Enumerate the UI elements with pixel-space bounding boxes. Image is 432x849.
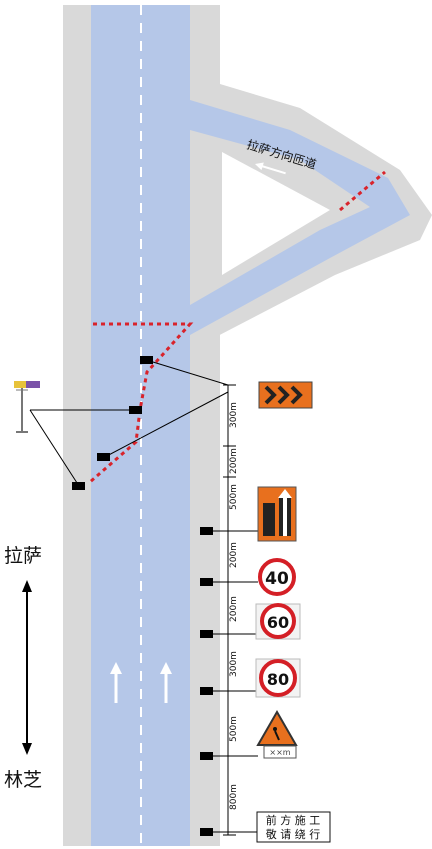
distance-label: 300m bbox=[229, 651, 239, 677]
distance-label: 500m bbox=[229, 484, 239, 510]
direction-label-bottom: 林芝 bbox=[4, 769, 43, 791]
right-shoulder bbox=[190, 5, 220, 846]
notice-line-2: 敬 请 绕 行 bbox=[266, 828, 321, 841]
chevron-sign-icon bbox=[258, 381, 313, 409]
ramp-lane bbox=[190, 100, 410, 335]
speed-limit-80-text: 80 bbox=[267, 670, 289, 689]
dimension-line bbox=[223, 384, 236, 836]
device-marker bbox=[200, 630, 213, 638]
ramp-closure-line bbox=[339, 170, 386, 212]
distance-label: 200m bbox=[229, 596, 239, 622]
speed-limit-60-icon: 60 bbox=[255, 603, 301, 640]
device-marker bbox=[200, 527, 213, 535]
lane-arrow-left bbox=[110, 662, 122, 703]
construction-notice-board: 前 方 施 工 敬 请 绕 行 bbox=[256, 811, 331, 843]
device-marker bbox=[200, 828, 213, 836]
distance-label: 200m bbox=[229, 448, 239, 474]
device-marker bbox=[200, 752, 213, 760]
speed-limit-60-text: 60 bbox=[267, 613, 289, 632]
device-marker bbox=[140, 356, 153, 364]
lane-arrow-right bbox=[160, 662, 172, 703]
arrow-board-icon bbox=[14, 381, 40, 433]
speed-limit-40-icon: 40 bbox=[258, 558, 296, 596]
work-zone-boundary bbox=[89, 322, 194, 484]
device-marker bbox=[129, 406, 142, 414]
lane-closed-sign-icon bbox=[257, 486, 297, 542]
notice-line-1: 前 方 施 工 bbox=[266, 813, 321, 827]
speed-limit-40-text: 40 bbox=[265, 569, 289, 589]
direction-double-arrow-icon bbox=[22, 580, 32, 755]
road-work-sign-icon: ××m bbox=[256, 709, 298, 759]
distance-label: 300m bbox=[229, 402, 239, 428]
distance-label: 800m bbox=[229, 784, 239, 810]
distance-label: 500m bbox=[229, 716, 239, 742]
ramp-gore-area bbox=[222, 152, 330, 275]
device-marker bbox=[200, 578, 213, 586]
device-marker bbox=[97, 453, 110, 461]
work-plate-text: ××m bbox=[269, 748, 290, 757]
speed-limit-80-icon: 80 bbox=[255, 658, 301, 698]
left-shoulder bbox=[63, 5, 91, 846]
device-marker bbox=[200, 687, 213, 695]
ramp-arrow bbox=[255, 162, 286, 175]
distance-label: 200m bbox=[229, 542, 239, 568]
direction-label-top: 拉萨 bbox=[4, 545, 43, 567]
